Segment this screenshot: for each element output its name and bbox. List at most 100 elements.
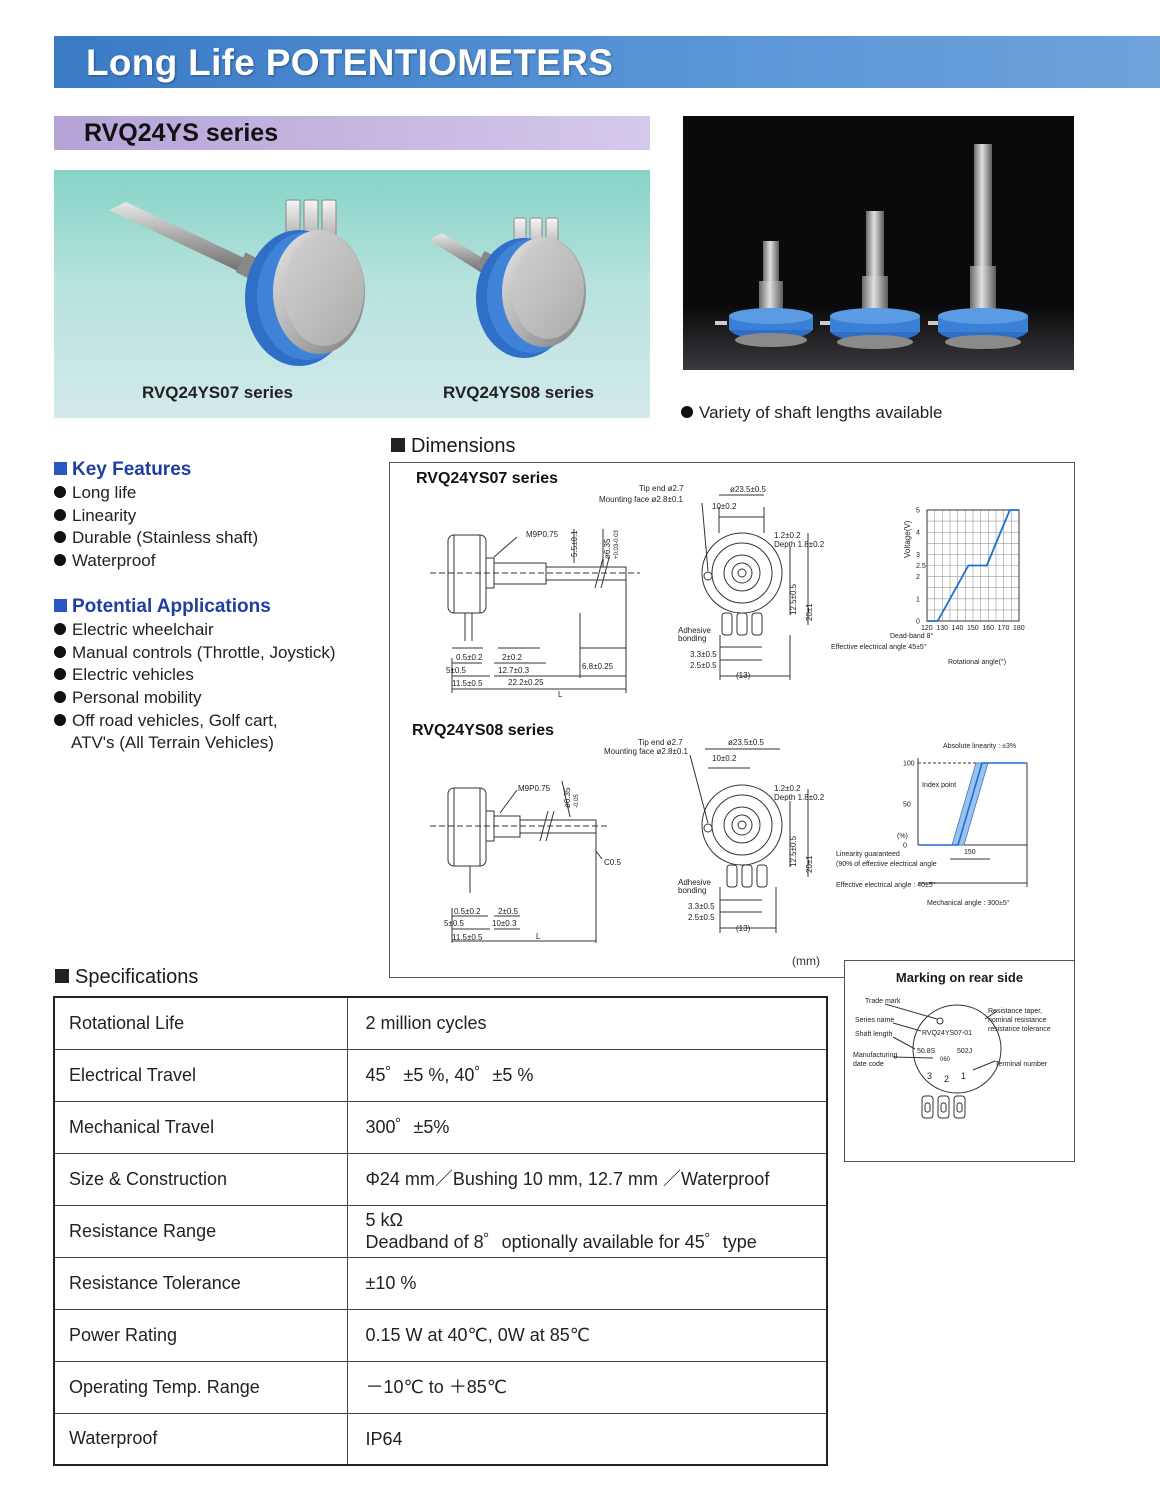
list-item: Waterproof [54,550,258,573]
key-features-list: Long life Linearity Durable (Stainless s… [54,482,258,573]
dimensions-heading: Dimensions [391,435,515,458]
dim-label: (13) [736,924,751,933]
table-row: Operating Temp. Range－10℃ to ＋85℃ [53,1360,828,1414]
chart1-ylabel: Voltage(V) [903,520,912,558]
spec-key: Resistance Tolerance [53,1256,348,1310]
dim-label: C0.5 [604,858,621,867]
dim-label: -0.05 [574,794,580,808]
chart2-lin1: Linearity guaranteed [836,851,900,858]
dim-label: 5±0.5 [444,919,465,928]
mark-label: 1 [961,1071,966,1081]
chart1-deadband: Dead-band 8° [890,632,933,640]
unit-label: (mm) [792,954,820,968]
dim-label: bonding [678,634,706,643]
spec-key: Rotational Life [53,996,348,1050]
spec-value: －10℃ to ＋85℃ [346,1360,828,1414]
applications-heading: Potential Applications [54,596,271,618]
spec-value: 45゜±5 %, 40゜±5 % [346,1048,828,1102]
x-tick-label: 150 [967,625,979,632]
bullet-icon [54,645,66,658]
dim-label: 5.5±0.1 [570,530,579,557]
spec-key: Power Rating [53,1308,348,1362]
mark-label: Resistance taper, [988,1008,1042,1015]
dim-label: Mounting face ø2.8±0.1 [604,747,689,756]
dim-label: 5±0.5 [446,666,467,675]
bullet-icon [54,554,66,567]
bullet-icon [54,623,66,635]
dim-label: ø6.35 [563,787,572,808]
bullet-icon [54,508,66,521]
dim-label: Depth 1.8±0.2 [774,793,825,802]
y-tick-label: 0 [916,619,920,626]
dim-label: 3.3±0.5 [690,650,717,659]
y-tick-label: 2 [916,574,920,581]
list-item: Personal mobility [54,687,336,710]
mark-label: Series name [855,1017,894,1024]
spec-key: Electrical Travel [53,1048,348,1102]
mark-label: Terminal number [995,1061,1048,1068]
dim-label: 10±0.3 [492,919,517,928]
chart1-effective: Effective electrical angle 45±5° [831,643,927,651]
potentiometer-variety-icon [683,144,1074,370]
list-item: Durable (Stainless shaft) [54,527,258,550]
x-tick-label: 140 [952,625,964,632]
mark-label: 2 [944,1074,949,1084]
dimensions-panel: RVQ24YS07 series RVQ24YS08 series (mm) M… [389,462,1075,978]
chart1-xlabel: Rotational angle(°) [948,658,1006,666]
caption-ys07: RVQ24YS07 series [142,383,293,402]
mark-label: Manufacturing [853,1052,897,1059]
dim-label: 10±0.2 [712,754,737,763]
mark-label: nominal resistance [988,1017,1046,1024]
marking-panel: Marking on rear side Trade mark Series n… [844,960,1075,1162]
list-item: Linearity [54,505,258,528]
dim-label: M9P0.75 [518,784,551,793]
mark-label: resistance tolerance [988,1026,1051,1033]
spec-key: Resistance Range [53,1204,348,1258]
dim-label: 2.5±0.5 [690,661,717,670]
mark-label: 50.8S [917,1048,936,1055]
mark-label: RVQ24YS07-01 [922,1030,972,1037]
spec-key: Mechanical Travel [53,1100,348,1154]
series-line [918,762,1027,846]
dim-label: L [536,932,541,941]
dim-label: Tip end ø2.7 [638,738,683,747]
ys08-front-view [689,748,809,933]
bullet-icon [54,713,66,726]
square-bullet-icon [54,599,67,612]
dim-label: ø23.5±0.5 [730,485,767,494]
y-tick-label: 100 [903,761,915,768]
table-row: Resistance Tolerance±10 % [53,1256,828,1310]
marking-title: Marking on rear side [895,970,1024,985]
spec-value-line: 5 kΩ [365,1210,403,1230]
dim-label: 2±0.2 [502,653,523,662]
dim-label: Depth 1.8±0.2 [774,540,825,549]
title-banner: Long Life POTENTIOMETERS [54,36,1160,88]
dim-label: Tip end ø2.7 [639,484,684,493]
dim-label: 2.5±0.5 [688,913,715,922]
chart2-index: Index point [922,782,956,789]
applications-list: Electric wheelchair Manual controls (Thr… [54,619,336,755]
ys07-side-view [430,529,640,693]
square-bullet-icon [391,438,405,452]
dim-title-ys07: RVQ24YS07 series [416,470,559,487]
chart2-abs: Absolute linearity : ±3% [943,743,1016,750]
dim-label: 20±1 [805,855,814,873]
x-tick-label: 180 [1013,625,1025,632]
x-tick-label: 160 [982,625,994,632]
dim-label: M9P0.75 [526,530,559,539]
y-tick-label: 0 [903,843,907,850]
chart2-lin2: (90% of effective electrical angle [836,861,937,868]
plot-frame [926,509,1020,622]
dim-label: L [558,690,563,699]
dim-label: 12.5±0.5 [789,835,798,867]
key-features-heading: Key Features [54,459,191,481]
ys07-front-view [701,494,809,680]
